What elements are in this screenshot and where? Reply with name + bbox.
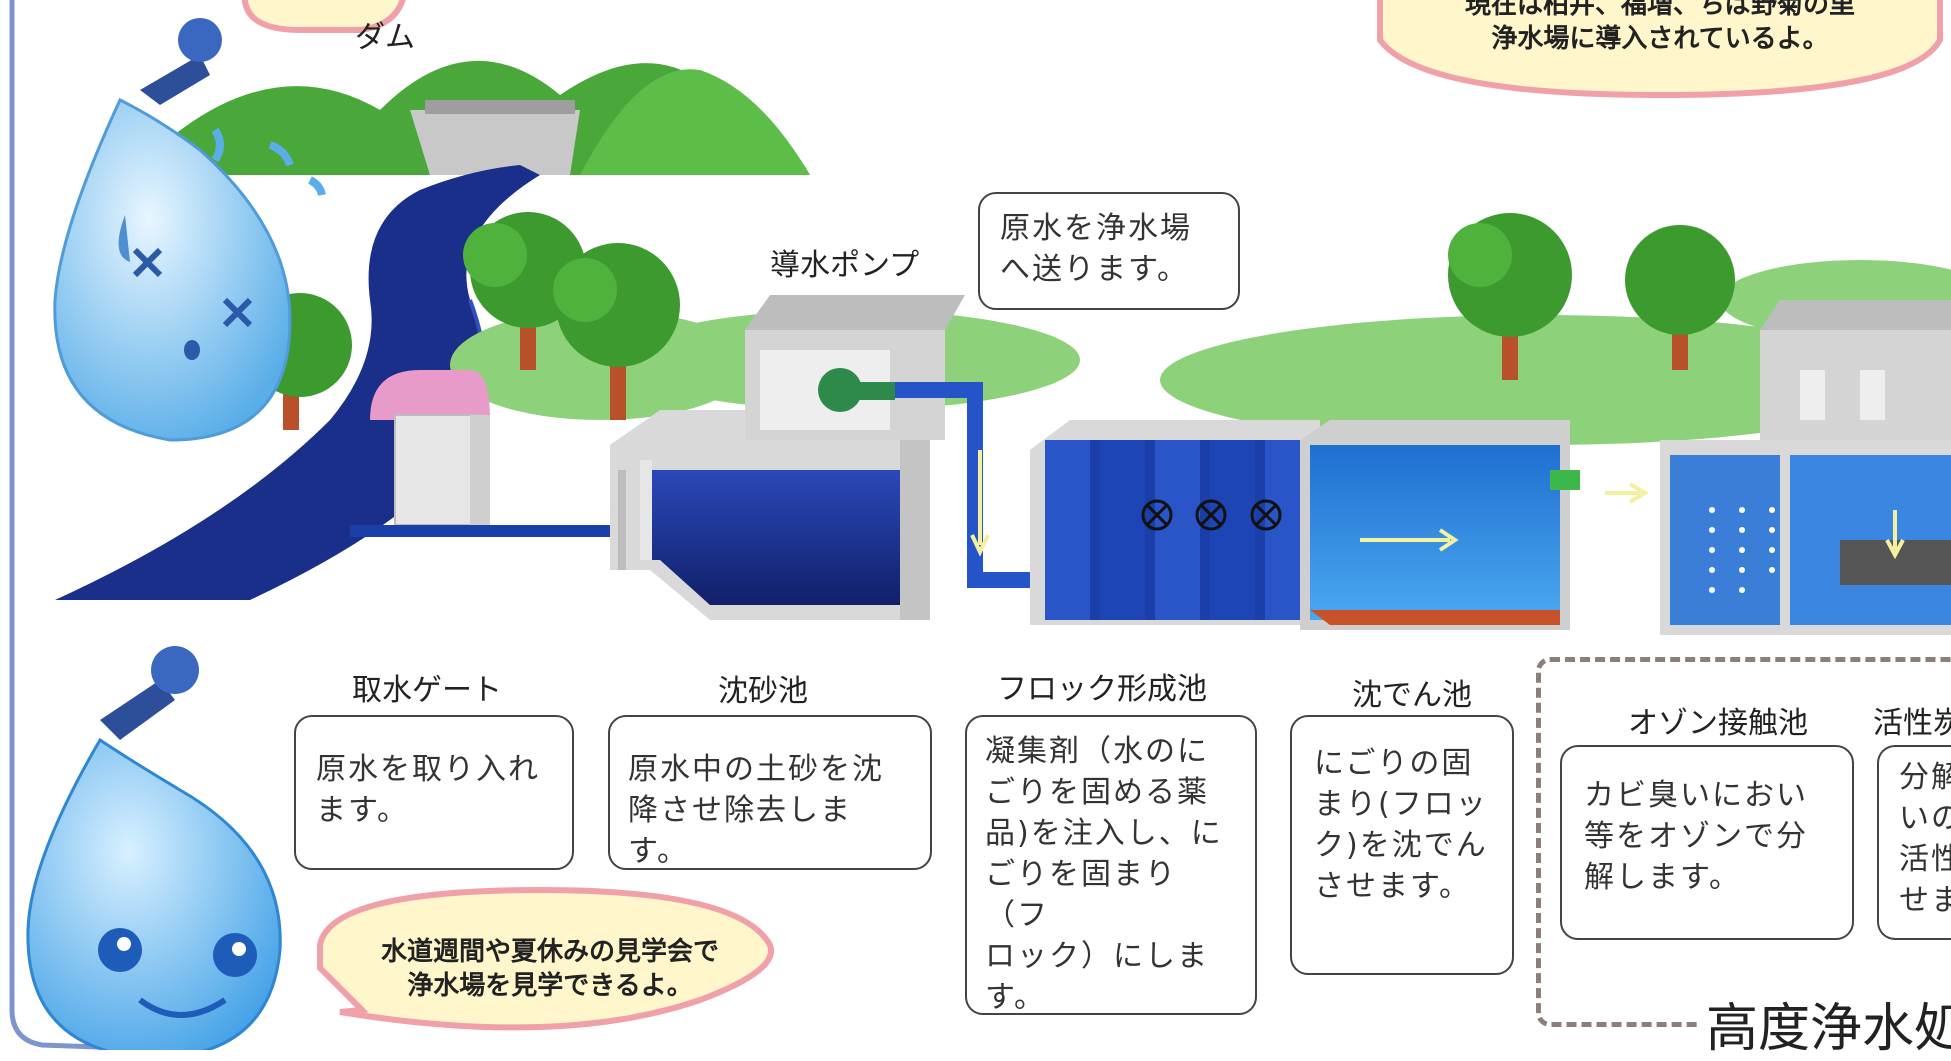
tree <box>1448 213 1572 380</box>
sedimentation-description-line: ク)を沈でん <box>1314 828 1488 863</box>
activated-description: 分解 いの 活性 せま <box>1877 745 1951 940</box>
ozone-description-line: 等をオゾンで分 <box>1584 819 1808 854</box>
top-right-bubble-line: 現在は柏井、福増、ちば野菊の里 <box>1464 0 1855 20</box>
sedimentation-description-line: にごりの固 <box>1314 746 1474 781</box>
bottom-bubble-line: 浄水場を見学できるよ。 <box>407 971 693 1001</box>
pump-description-line: へ送ります。 <box>1000 252 1189 287</box>
ozone-description-line: カビ臭いにおい <box>1584 778 1808 813</box>
bottom-bubble-text: 水道週間や夏休みの見学会で 浄水場を見学できるよ。 <box>340 935 760 1003</box>
activated-label: 活性炭 <box>1873 706 1951 741</box>
floc-basin <box>1030 420 1320 625</box>
activated-description-line: 分解 <box>1899 760 1951 795</box>
bottom-bubble-line: 水道週間や夏休みの見学会で <box>380 937 719 967</box>
activated-description-line: せま <box>1899 883 1951 918</box>
pump-description-line: 原水を浄水場 <box>1000 211 1192 246</box>
grass-right <box>1160 315 1920 445</box>
floc-description-line: 品)を注入し、に <box>985 816 1223 851</box>
dam-label: ダム <box>355 20 415 55</box>
top-right-bubble-line: 浄水場に導入されているよ。 <box>1491 24 1829 54</box>
speech-bubble-top-right <box>1377 0 1943 99</box>
grit-basin <box>610 410 930 620</box>
sedimentation-description-line: まり(フロッ <box>1314 787 1488 822</box>
conveyance-pipe <box>895 382 1050 588</box>
dam-hills <box>130 60 810 175</box>
page-frame <box>9 0 181 1050</box>
intake-description: 原水を取り入れ ます。 <box>294 715 574 870</box>
pump-label: 導水ポンプ <box>770 248 920 283</box>
grit-description-line: 原水中の土砂を沈 <box>628 752 884 787</box>
ozone-label: オゾン接触池 <box>1628 706 1808 741</box>
grit-description-line: 降させ除去します。 <box>628 793 852 869</box>
activated-description-line: 活性 <box>1899 842 1951 877</box>
intake-pipe <box>350 525 630 537</box>
mascot-smiling-water-drop <box>26 646 282 1050</box>
floc-description-line: ロック）にしま <box>985 939 1209 974</box>
floc-description-line: ごりを固める薬 <box>985 775 1209 810</box>
advanced-treatment-title: 高度浄水処理 <box>1700 986 1951 1061</box>
mascot-dizzy-water-drop <box>53 18 326 442</box>
floc-description-line: 凝集剤（水のに <box>985 734 1209 769</box>
pump-building <box>745 295 965 440</box>
intake-description-line: ます。 <box>316 793 409 828</box>
floc-description-line: ごりを固まり（フ <box>985 857 1177 933</box>
sedimentation-basin <box>1300 420 1580 630</box>
grit-description: 原水中の土砂を沈 降させ除去します。 <box>608 715 932 870</box>
advanced-treatment-building <box>1605 300 1951 635</box>
intake-gate-label: 取水ゲート <box>352 673 502 708</box>
speech-bubble-top-left <box>241 0 406 33</box>
sedimentation-description: にごりの固 まり(フロッ ク)を沈でん させます。 <box>1290 715 1514 975</box>
activated-description-line: いの <box>1899 801 1951 836</box>
sedimentation-label: 沈でん池 <box>1352 678 1472 713</box>
intake-gate-building <box>370 370 490 526</box>
floc-basin-label: フロック形成池 <box>997 672 1207 707</box>
ozone-description-line: 解します。 <box>1584 860 1741 895</box>
floc-description: 凝集剤（水のに ごりを固める薬 品)を注入し、に ごりを固まり（フ ロック）にし… <box>965 715 1257 1015</box>
top-right-bubble-text: 現在は柏井、福増、ちば野菊の里 浄水場に導入されているよ。 <box>1450 0 1870 56</box>
ozone-description: カビ臭いにおい 等をオゾンで分 解します。 <box>1560 745 1854 940</box>
speech-bubble-bottom <box>317 886 775 1031</box>
sedimentation-description-line: させます。 <box>1314 869 1471 904</box>
pump-description: 原水を浄水場 へ送ります。 <box>978 192 1240 310</box>
floc-description-line: す。 <box>985 980 1046 1015</box>
tree <box>1625 225 1735 370</box>
tree <box>553 243 680 420</box>
grit-basin-label: 沈砂池 <box>718 674 808 709</box>
intake-description-line: 原水を取り入れ <box>316 752 540 787</box>
